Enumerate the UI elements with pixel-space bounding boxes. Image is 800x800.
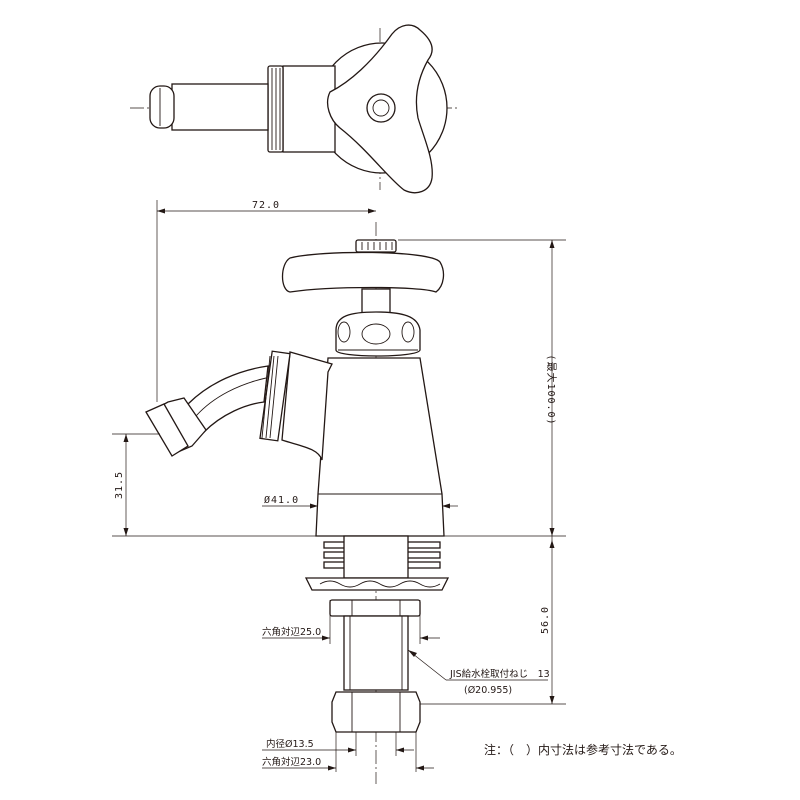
shank-upper <box>343 535 409 579</box>
spout-nozzle <box>145 403 189 457</box>
dim-shank-length: 56.0 <box>540 606 551 634</box>
faucet-body <box>315 357 445 537</box>
bonnet <box>335 311 421 357</box>
reference-note: 注：（ ）内寸法は参考寸法である。 <box>484 742 682 757</box>
lower-hex-nut <box>331 691 421 733</box>
dim-width-72: 72.0 <box>252 200 280 211</box>
dim-body-diameter: Ø41.0 <box>264 494 299 506</box>
spout-connector <box>281 351 333 461</box>
top-spout-tube <box>171 83 269 131</box>
dim-spout-height: 31.5 <box>114 471 125 499</box>
top-thread-ring <box>267 65 284 153</box>
top-handle-hub <box>366 93 396 123</box>
lock-washer <box>304 577 450 591</box>
dim-thread-size: (Ø20.955) <box>464 685 512 696</box>
upper-hex-nut <box>329 599 421 617</box>
dim-hex-lower: 六角対辺23.0 <box>262 756 321 768</box>
threaded-shank <box>343 615 409 691</box>
dim-max-height: (最大100.0) <box>545 354 558 425</box>
dimension-lines <box>112 200 566 772</box>
top-spout-tip <box>149 85 175 129</box>
dim-hex-upper: 六角対辺25.0 <box>262 626 321 638</box>
dim-thread-label: JIS給水栓取付ねじ 13 <box>449 668 550 680</box>
top-body-block <box>282 65 336 153</box>
dim-inner-diameter: 内径Ø13.5 <box>266 738 314 750</box>
handle-lever <box>281 251 445 293</box>
dimension-labels: 72.0 (最大100.0) 31.5 Ø41.0 56.0 六角対辺25.0 … <box>114 200 682 768</box>
top-view <box>130 24 460 194</box>
